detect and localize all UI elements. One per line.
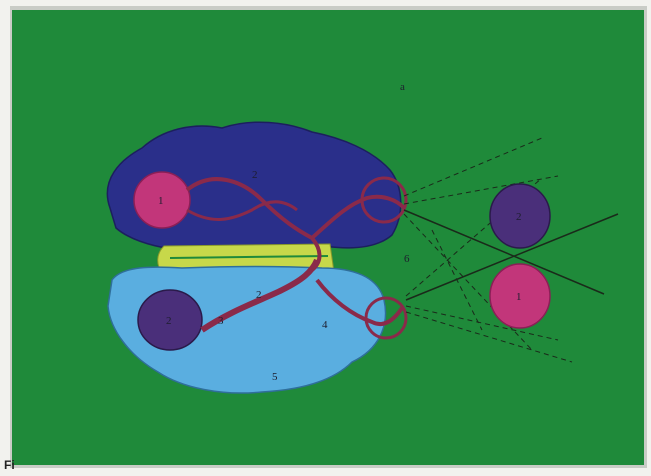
label-eye-upper: 2: [516, 211, 522, 223]
label-marker: a: [400, 81, 405, 93]
label-upper-nucleus: 1: [158, 195, 164, 207]
brain-visual-pathway-diagram: a 1 2 2 3 2 4 5 6 2 1: [12, 10, 644, 465]
label-lower-tract-c: 4: [322, 319, 328, 331]
label-lower-tract-a: 3: [218, 315, 224, 327]
label-lower-tract-b: 2: [256, 289, 262, 301]
label-lower-hemisphere: 5: [272, 371, 278, 383]
label-crossing: 6: [404, 253, 410, 265]
figure-caption-mark: Fi: [4, 458, 15, 472]
label-lower-nucleus: 2: [166, 315, 172, 327]
label-eye-lower: 1: [516, 291, 522, 303]
label-upper-hemisphere: 2: [252, 169, 258, 181]
